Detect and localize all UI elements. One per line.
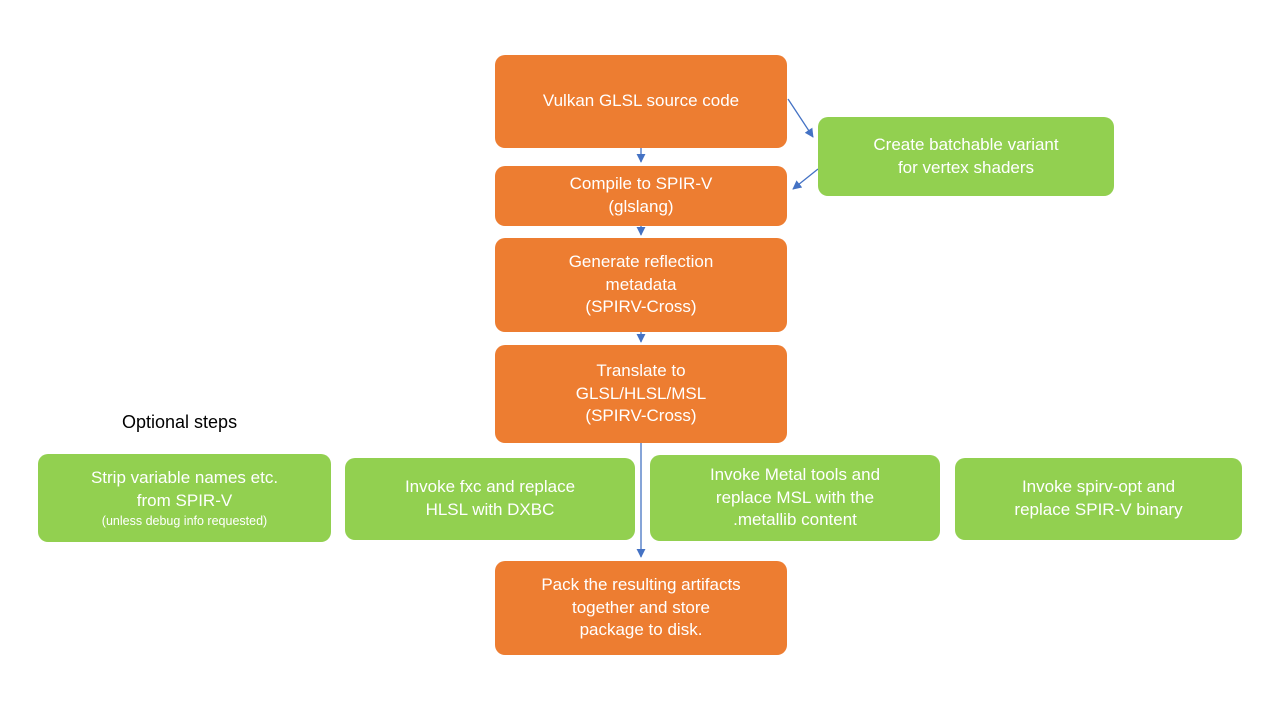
- node-strip-variable-names-label: Strip variable names etc. from SPIR-V: [90, 467, 279, 510]
- node-invoke-spirv-opt: Invoke spirv-opt and replace SPIR-V bina…: [955, 458, 1242, 540]
- node-pack-artifacts-label: Pack the resulting artifacts together an…: [541, 574, 741, 640]
- node-invoke-fxc-label: Invoke fxc and replace HLSL with DXBC: [404, 477, 576, 519]
- node-invoke-metal-tools: Invoke Metal tools and replace MSL with …: [650, 455, 940, 541]
- node-translate-to-glsl-hlsl-msl: Translate to GLSL/HLSL/MSL (SPIRV-Cross): [495, 345, 787, 443]
- arrow-source-to-batchable: [787, 98, 814, 138]
- node-strip-variable-names-note: (unless debug info requested): [101, 513, 268, 528]
- node-strip-variable-names: Strip variable names etc. from SPIR-V (u…: [38, 454, 331, 542]
- node-vulkan-glsl-source: Vulkan GLSL source code: [495, 55, 787, 148]
- optional-steps-label: Optional steps: [122, 412, 238, 432]
- node-generate-reflection-metadata: Generate reflection metadata (SPIRV-Cros…: [495, 238, 787, 332]
- node-pack-artifacts: Pack the resulting artifacts together an…: [495, 561, 787, 655]
- arrow-batchable-to-compile: [792, 168, 819, 190]
- node-translate-to-glsl-hlsl-msl-label: Translate to GLSL/HLSL/MSL (SPIRV-Cross): [575, 360, 707, 426]
- node-generate-reflection-metadata-label: Generate reflection metadata (SPIRV-Cros…: [568, 251, 714, 317]
- node-compile-to-spirv: Compile to SPIR-V (glslang): [495, 166, 787, 226]
- node-create-batchable-variant-label: Create batchable variant for vertex shad…: [873, 134, 1059, 177]
- node-invoke-metal-tools-label: Invoke Metal tools and replace MSL with …: [709, 464, 881, 530]
- node-invoke-fxc: Invoke fxc and replace HLSL with DXBC: [345, 458, 635, 540]
- node-compile-to-spirv-label: Compile to SPIR-V (glslang): [569, 174, 713, 216]
- node-create-batchable-variant: Create batchable variant for vertex shad…: [818, 117, 1114, 196]
- node-invoke-spirv-opt-label: Invoke spirv-opt and replace SPIR-V bina…: [1014, 477, 1183, 519]
- node-vulkan-glsl-source-label: Vulkan GLSL source code: [542, 91, 740, 111]
